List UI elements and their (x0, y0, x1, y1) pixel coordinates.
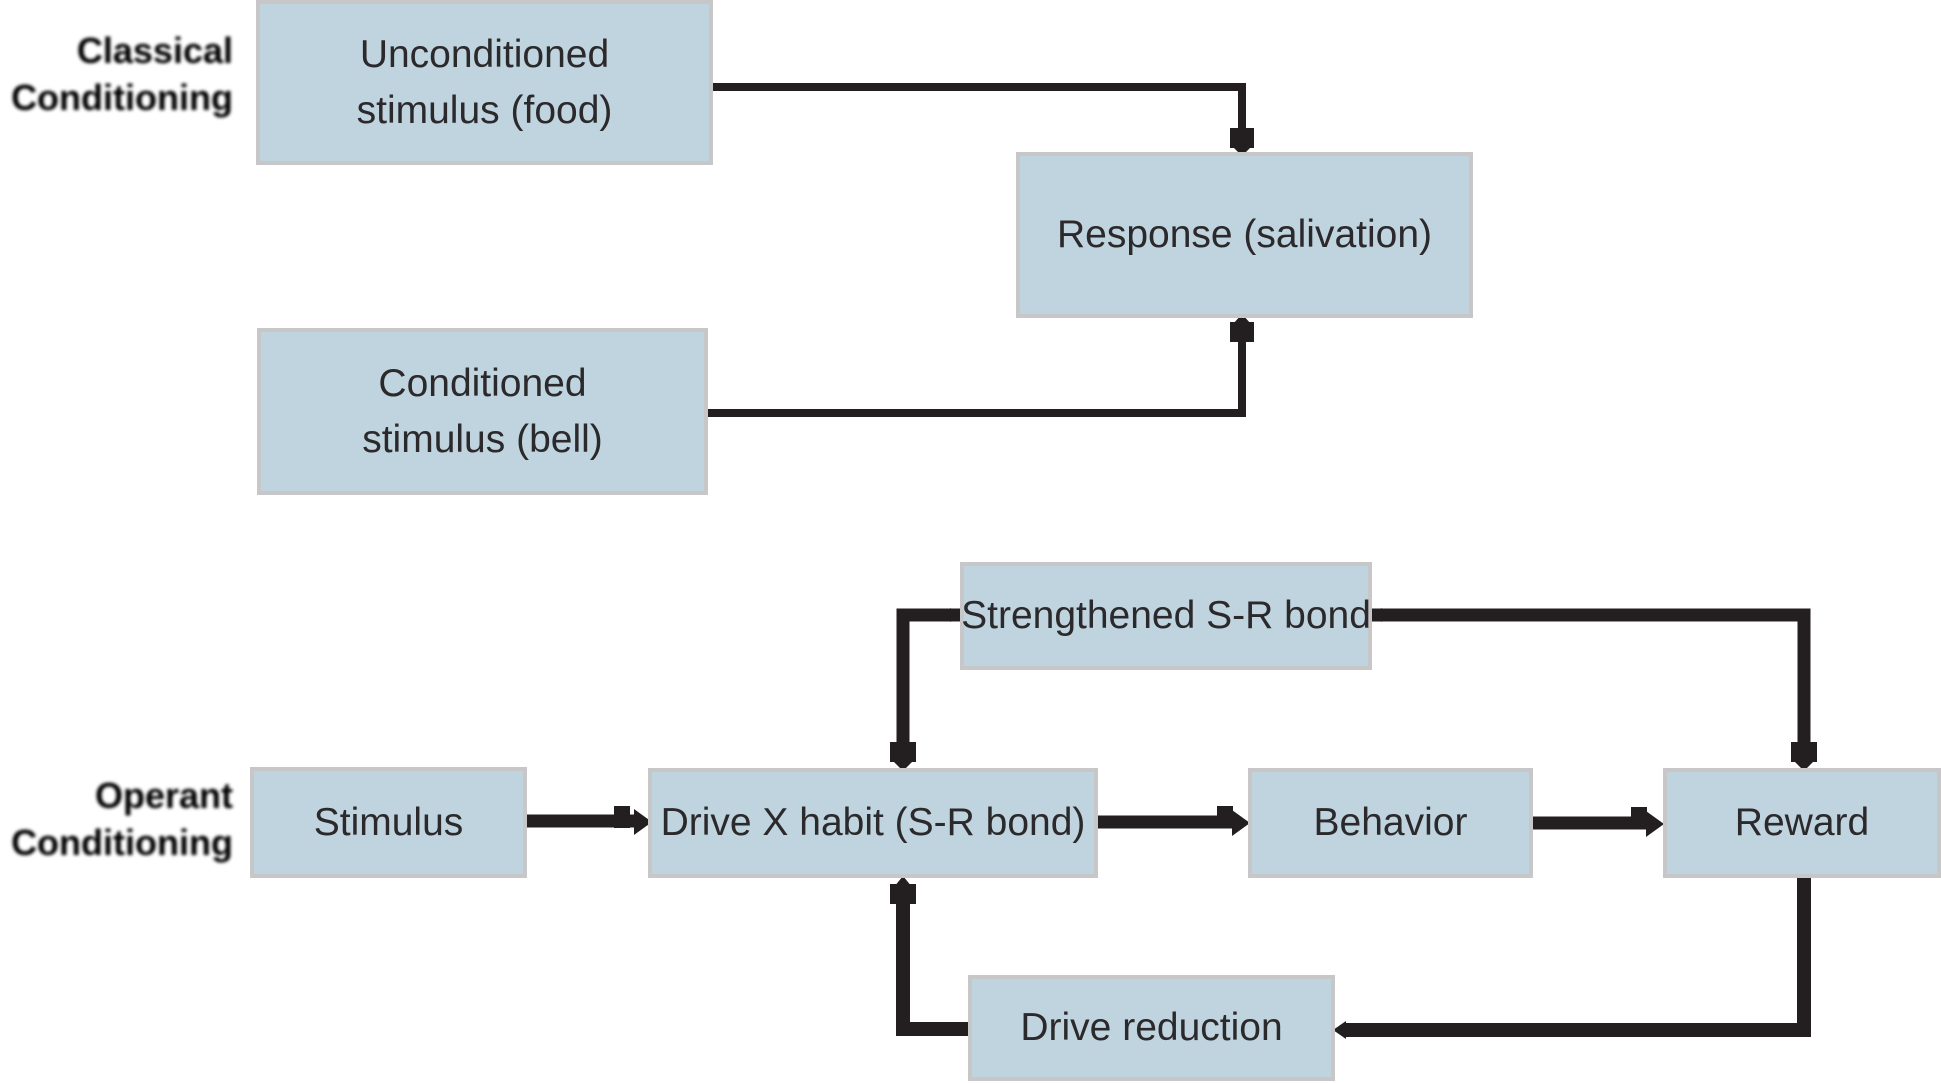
box-conditioned-stimulus-label: Conditioned stimulus (bell) (362, 361, 603, 461)
box-response-label: Response (salivation) (1056, 213, 1432, 256)
box-behavior: Behavior (1248, 768, 1533, 878)
box-unconditioned-stimulus: Unconditioned stimulus (food) (256, 0, 713, 165)
box-drive-reduction: Drive reduction (968, 975, 1335, 1081)
section-label-operant: Operant Conditioning (0, 772, 233, 866)
section-label-operant-line1: Operant (94, 775, 233, 816)
section-label-operant-line2: Conditioning (11, 822, 233, 863)
connector-reward-to-drive-reduction (1333, 878, 1811, 1039)
box-behavior-label: Behavior (1313, 801, 1468, 844)
box-drive-x-habit: Drive X habit (S-R bond) (648, 768, 1098, 878)
box-reward-label: Reward (1734, 801, 1870, 844)
box-reward: Reward (1663, 768, 1941, 878)
connector-drive-habit-to-behavior (1098, 806, 1250, 836)
section-label-classical: Classical Conditioning (0, 27, 233, 121)
connector-drive-reduction-to-drive-habit (890, 876, 970, 1036)
connector-behavior-to-reward (1533, 807, 1664, 837)
section-label-classical-line2: Conditioning (11, 77, 233, 118)
box-strengthened-sr-bond-label: Strengthened S-R bond (961, 594, 1371, 637)
box-stimulus-label: Stimulus (313, 800, 464, 844)
connector-strengthened-to-reward (1370, 608, 1817, 771)
box-stimulus: Stimulus (250, 767, 527, 878)
box-strengthened-sr-bond: Strengthened S-R bond (960, 562, 1372, 670)
connector-cs-to-response (708, 314, 1254, 417)
connector-strengthened-to-drive-habit (890, 608, 962, 771)
section-label-classical-line1: Classical (76, 30, 233, 71)
connector-ucs-to-response (713, 83, 1254, 156)
connector-stimulus-to-drive-habit (527, 806, 652, 835)
box-drive-x-habit-label: Drive X habit (S-R bond) (660, 801, 1086, 844)
box-conditioned-stimulus: Conditioned stimulus (bell) (257, 328, 708, 495)
box-response: Response (salivation) (1016, 152, 1473, 318)
box-unconditioned-stimulus-label: Unconditioned stimulus (food) (356, 32, 613, 132)
box-drive-reduction-label: Drive reduction (1020, 1006, 1283, 1049)
